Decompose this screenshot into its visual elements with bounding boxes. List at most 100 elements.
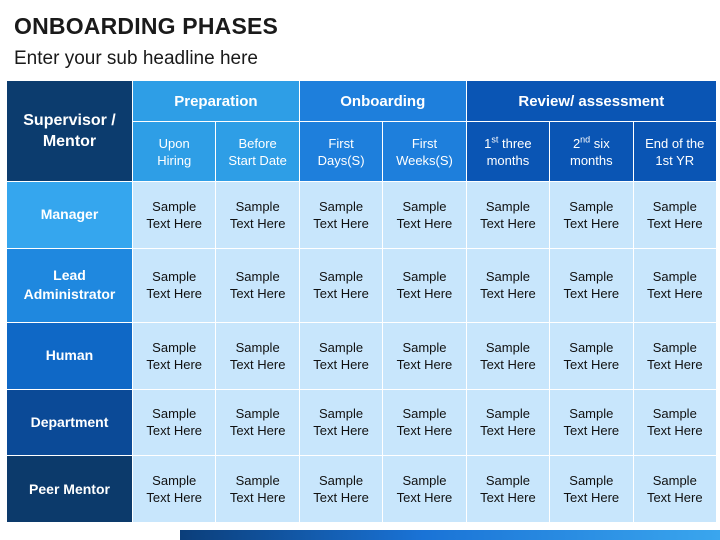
cell-line1: Sample [485, 198, 530, 214]
cell-line2: Text Here [563, 490, 620, 506]
phase-header-onboarding: Onboarding [298, 80, 467, 122]
cell-line2: Text Here [313, 356, 369, 372]
cell-line2: Text Here [563, 423, 620, 439]
page-title: ONBOARDING PHASES [14, 13, 279, 39]
cell-line1: Sample [152, 269, 197, 285]
subheader-first-weeks: First Weeks(S) [382, 121, 467, 182]
cell-line2: Text Here [229, 490, 286, 506]
cell-line2: Text Here [229, 423, 286, 439]
cell-line1: Sample [569, 473, 614, 489]
cell-line1: Sample [652, 473, 697, 489]
page-subtitle: Enter your sub headline here [14, 48, 258, 69]
cell-line1: Sample [235, 339, 280, 355]
cell-line1: Sample [402, 198, 447, 214]
row-header: Peer Mentor [6, 455, 133, 523]
subheader-line1-number: 1 [484, 135, 492, 151]
cell-line2: Text Here [646, 215, 703, 231]
cell-line2: Text Here [146, 490, 203, 506]
cell-line2: Text Here [563, 215, 620, 231]
subheader-row: Upon Hiring Before Start Date First Days… [7, 121, 718, 182]
cell-line1: Sample [485, 473, 530, 489]
cell-line2: Text Here [229, 356, 286, 372]
cell-line2: Text Here [646, 356, 703, 372]
cell-line2: Text Here [563, 356, 620, 372]
cell-line1: Sample [235, 269, 280, 285]
cell-line2: Text Here [396, 356, 453, 372]
subheader-line1-ordinal: st [491, 134, 499, 145]
cell-line2: Text Here [480, 215, 536, 231]
row-header: Department [6, 388, 133, 457]
cell-line2: Text Here [313, 286, 369, 302]
cell-line1: Sample [402, 473, 447, 489]
subheader-line1: First [328, 135, 354, 151]
cell-line2: Text Here [229, 215, 286, 231]
cell-line1: Sample [569, 198, 614, 214]
subheader-line2: months [486, 152, 530, 168]
phase-header-preparation: Preparation [132, 80, 300, 122]
phase-header-row: Supervisor / Mentor Preparation Onboardi… [6, 80, 718, 182]
row-header-line1: Human [45, 347, 94, 364]
phase-header-review: Review/ assessment [465, 80, 718, 122]
subheader-line2: Days(S) [317, 152, 365, 168]
cell-line1: Sample [319, 339, 364, 355]
cell-line1: Sample [652, 406, 697, 422]
subheader-line2: months [570, 152, 613, 168]
subheader-upon-hiring: Upon Hiring [131, 121, 217, 182]
subheader-line1-number: 2 [572, 135, 581, 151]
cell-line2: Text Here [480, 490, 536, 506]
cell-line2: Text Here [146, 423, 203, 439]
subheader-line1: Upon [158, 135, 190, 151]
row-header-line2: Administrator [23, 286, 116, 303]
cell-line1: Sample [485, 406, 530, 422]
row-header-line1: Peer Mentor [29, 480, 110, 497]
row-header-line1: Manager [40, 206, 99, 223]
cell-line1: Sample [652, 269, 697, 285]
cell-line2: Text Here [480, 423, 536, 439]
cell-line1: Sample [319, 269, 364, 285]
footer-bar [0, 530, 720, 540]
cell-line2: Text Here [646, 286, 703, 302]
row-header: Manager [6, 181, 133, 249]
subheader-first-days: First Days(S) [298, 121, 384, 182]
cell-line1: Sample [152, 406, 197, 422]
onboarding-phases-table: Supervisor / Mentor Preparation Onboardi… [6, 80, 718, 523]
row-header-line1: Department [30, 413, 109, 430]
subheader-before-start-date: Before Start Date [215, 121, 300, 182]
cell-line1: Sample [152, 198, 197, 214]
subheader-line1: First [411, 135, 438, 151]
cell-line1: Sample [235, 406, 280, 422]
subheader-line2: Weeks(S) [396, 152, 453, 168]
cell-line1: Sample [485, 339, 530, 355]
corner-header-line2: Mentor [42, 133, 97, 150]
cell-line1: Sample [152, 473, 197, 489]
subheader-line1: End of the [645, 135, 705, 151]
cell-line1: Sample [569, 339, 614, 355]
subheader-second-six-months: 2nd six months [549, 121, 634, 182]
